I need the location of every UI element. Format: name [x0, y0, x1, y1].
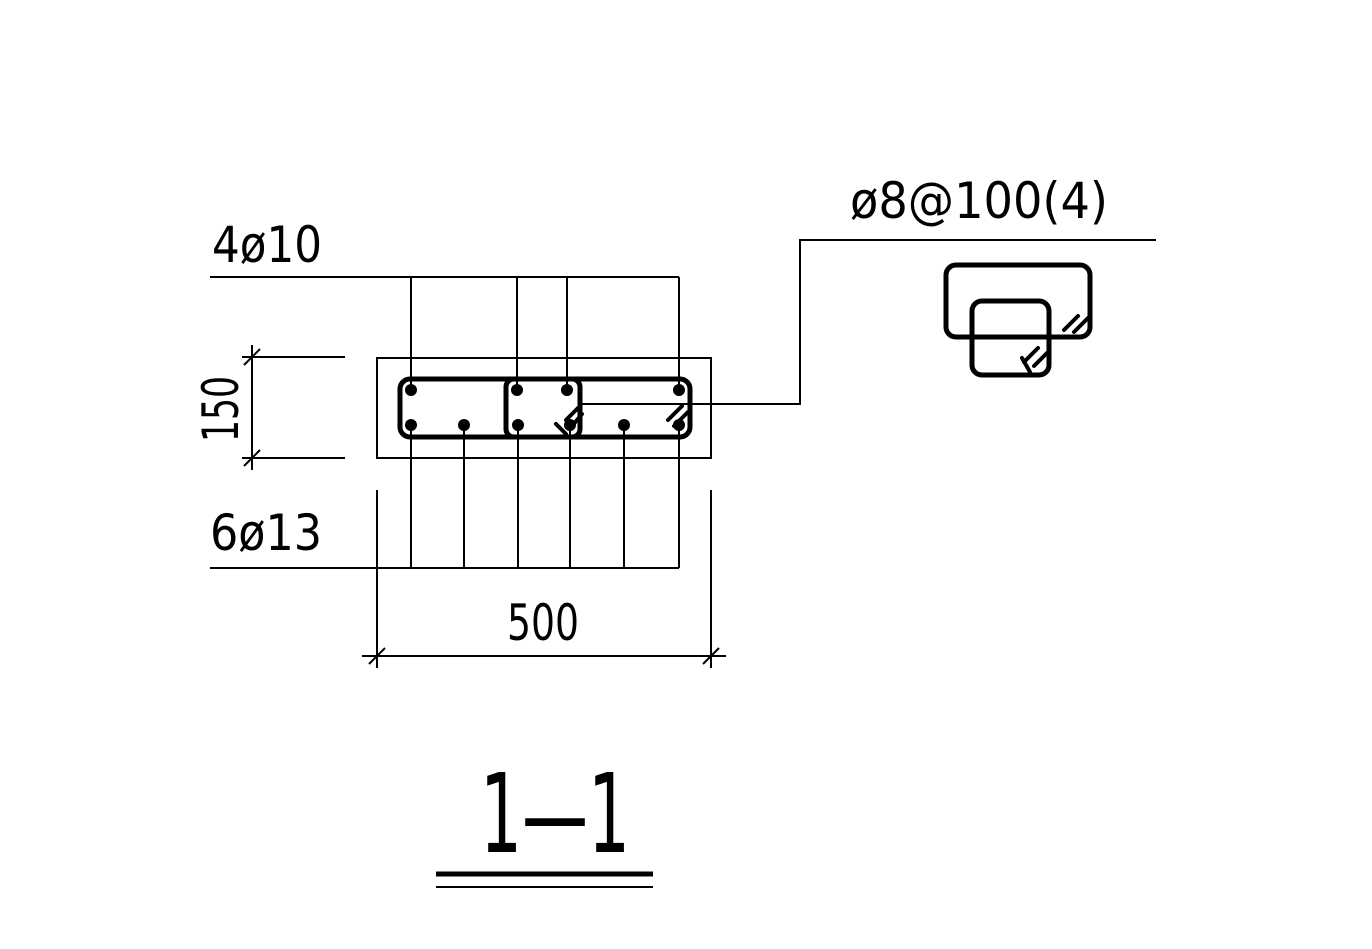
section-title: 1—1 [480, 750, 630, 878]
bottom-bars-label: 6ø13 [210, 504, 322, 562]
height-dimension [242, 345, 345, 470]
top-rebar-dots [405, 384, 685, 396]
height-dimension-label: 150 [192, 376, 250, 442]
top-bars-leader [210, 276, 680, 390]
detail-outer-stirrup [943, 262, 1093, 340]
stirrup-detail [943, 262, 1093, 378]
section-title-underline [436, 871, 653, 888]
section-stirrups [397, 376, 693, 440]
outer-stirrup [397, 376, 693, 440]
stirrup-label: ø8@100(4) [850, 172, 1108, 230]
bottom-bars-leader [210, 425, 680, 569]
width-dimension [362, 490, 726, 668]
width-dimension-label: 500 [507, 594, 579, 652]
detail-stirrup-hooks [1020, 314, 1090, 374]
stirrup-leader [582, 239, 1156, 405]
detail-inner-stirrup [969, 298, 1052, 378]
top-bars-label: 4ø10 [212, 216, 322, 274]
bottom-rebar-dots [405, 419, 685, 431]
beam-section-outline [376, 357, 712, 459]
